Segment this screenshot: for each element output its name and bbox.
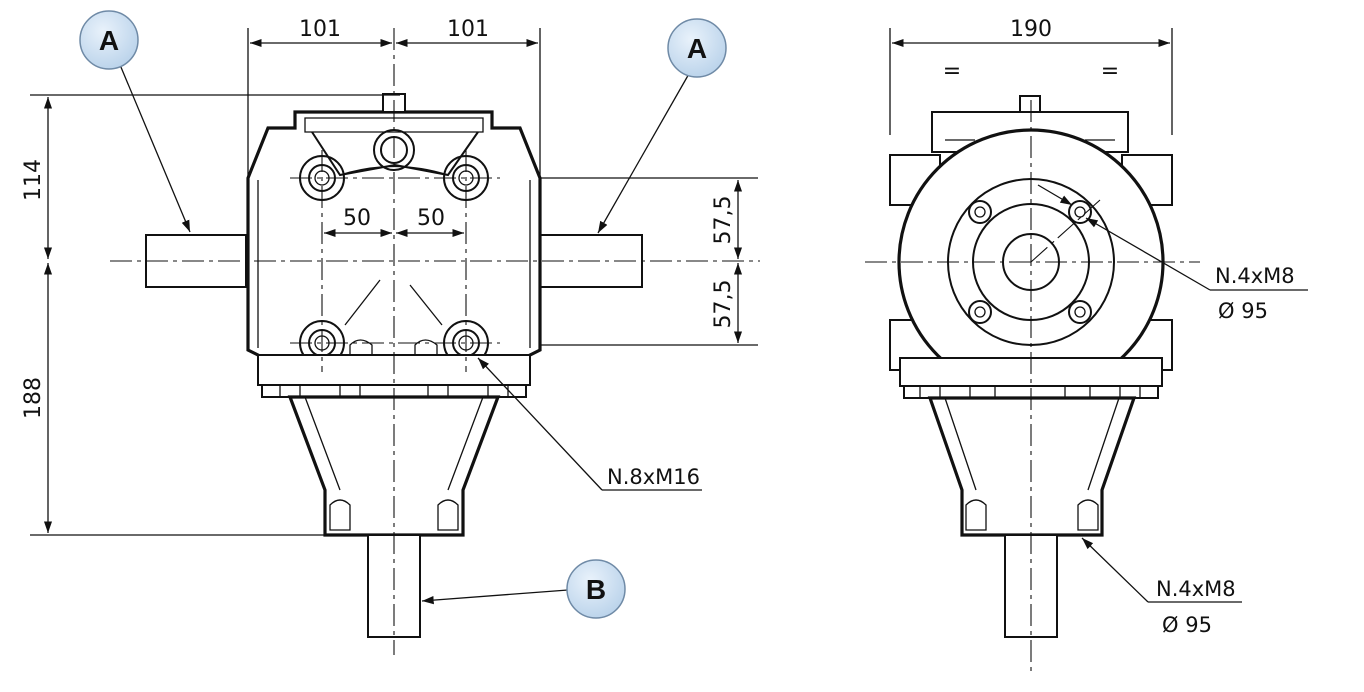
callout-b: B — [566, 559, 626, 619]
dim-hole-left: 50 — [343, 206, 371, 231]
note-side-lower-diameter: Ø 95 — [1162, 613, 1212, 637]
dim-top-left: 101 — [299, 17, 341, 42]
callout-a-right: A — [667, 18, 727, 78]
callout-letter: A — [99, 25, 119, 56]
front-view: 101 101 50 50 114 188 57,5 57,5 N.8xM16 — [21, 17, 760, 655]
dim-side-width: 190 — [1010, 17, 1052, 42]
callout-letter: A — [687, 33, 707, 64]
note-side-lower-bolts: N.4xM8 — [1156, 577, 1236, 601]
dim-height-lower: 188 — [21, 377, 46, 419]
note-side-upper-diameter: Ø 95 — [1218, 299, 1268, 323]
side-view: 190 = = N.4xM8 Ø 95 N.4xM8 Ø 95 — [865, 17, 1308, 675]
dim-right-lower: 57,5 — [711, 280, 736, 329]
side-flange-bolts — [968, 200, 1092, 324]
dim-right-upper: 57,5 — [711, 196, 736, 245]
dim-equal-left: = — [943, 59, 961, 84]
callout-a-left: A — [79, 10, 139, 70]
dim-top-right: 101 — [447, 17, 489, 42]
dim-height-upper: 114 — [21, 159, 46, 201]
dim-equal-right: = — [1101, 59, 1119, 84]
callout-letter: B — [586, 574, 606, 605]
dim-hole-right: 50 — [417, 206, 445, 231]
note-front-bolts: N.8xM16 — [607, 465, 700, 489]
side-lower-housing — [927, 396, 1137, 537]
note-side-upper-bolts: N.4xM8 — [1215, 264, 1295, 288]
